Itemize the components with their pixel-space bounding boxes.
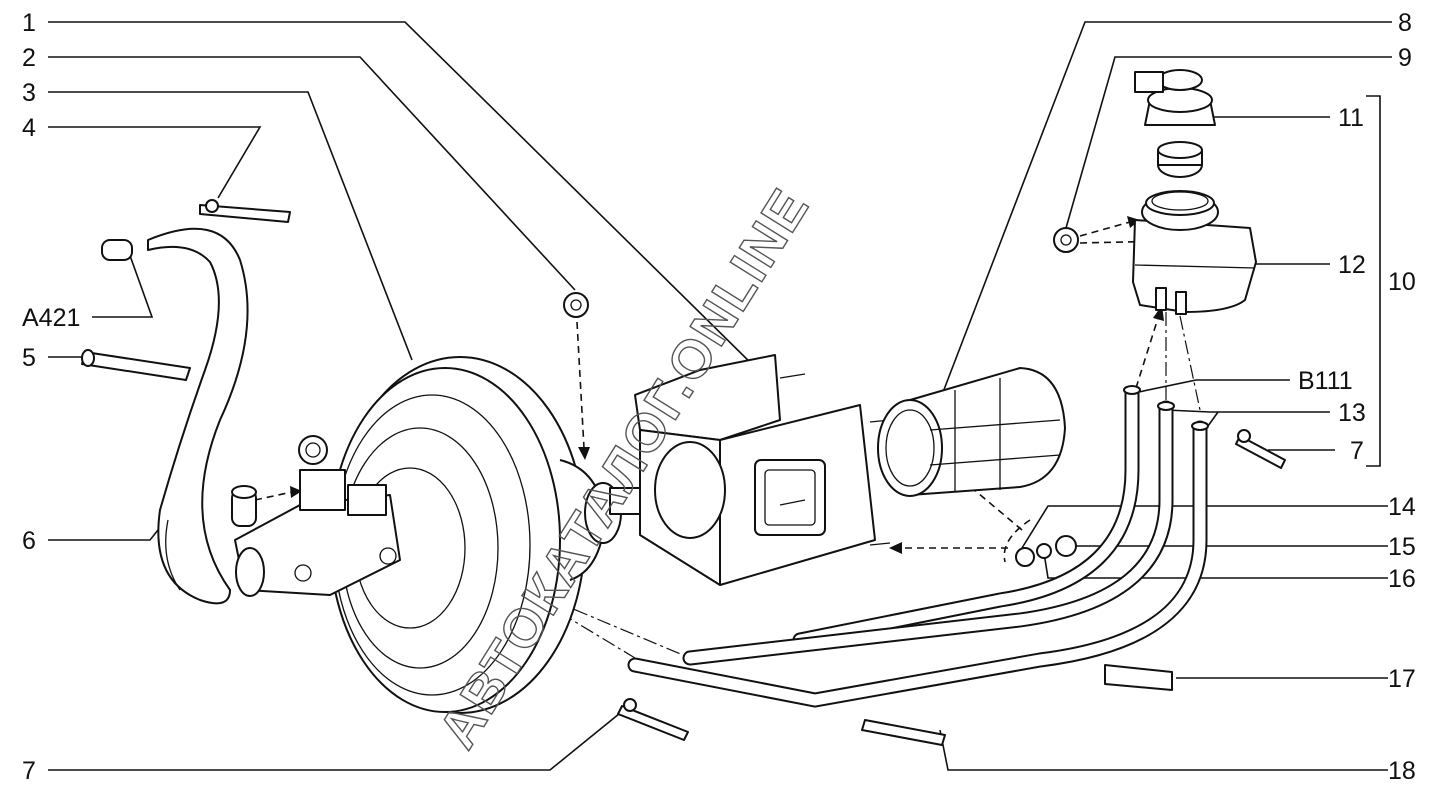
reservoir-cap bbox=[1134, 69, 1216, 178]
callout-6: 6 bbox=[22, 527, 36, 555]
callout-17: 17 bbox=[1388, 665, 1416, 693]
vacuum-hose bbox=[147, 227, 249, 605]
brake-pipes bbox=[627, 385, 1209, 708]
callout-8: 8 bbox=[1398, 9, 1412, 37]
callout-1: 1 bbox=[22, 9, 36, 37]
brake-booster bbox=[329, 356, 651, 714]
callout-a421: A421 bbox=[22, 304, 80, 332]
callout-4: 4 bbox=[22, 114, 36, 142]
callout-12: 12 bbox=[1338, 251, 1366, 279]
callout-9: 9 bbox=[1398, 44, 1412, 72]
mounting-bracket bbox=[634, 354, 891, 586]
callout-13: 13 bbox=[1338, 399, 1366, 427]
callout-3: 3 bbox=[22, 79, 36, 107]
callout-labels: 1 2 3 4 A421 5 6 7 8 9 11 12 10 B111 13 … bbox=[22, 9, 1416, 785]
callout-7-right: 7 bbox=[1350, 437, 1364, 465]
small-parts bbox=[81, 199, 1286, 746]
boot-sleeve bbox=[877, 367, 1066, 497]
callout-16: 16 bbox=[1388, 565, 1416, 593]
callout-18: 18 bbox=[1388, 757, 1416, 785]
callout-14: 14 bbox=[1388, 493, 1416, 521]
callout-11: 11 bbox=[1338, 104, 1364, 132]
callout-5: 5 bbox=[22, 344, 36, 372]
callout-7-left: 7 bbox=[22, 757, 36, 785]
callout-10: 10 bbox=[1388, 268, 1416, 296]
master-cylinder bbox=[231, 435, 401, 597]
callout-b111: B111 bbox=[1298, 367, 1353, 395]
fluid-reservoir bbox=[1132, 190, 1257, 315]
callout-2: 2 bbox=[22, 44, 36, 72]
callout-15: 15 bbox=[1388, 533, 1416, 561]
leader-lines bbox=[48, 21, 1392, 771]
